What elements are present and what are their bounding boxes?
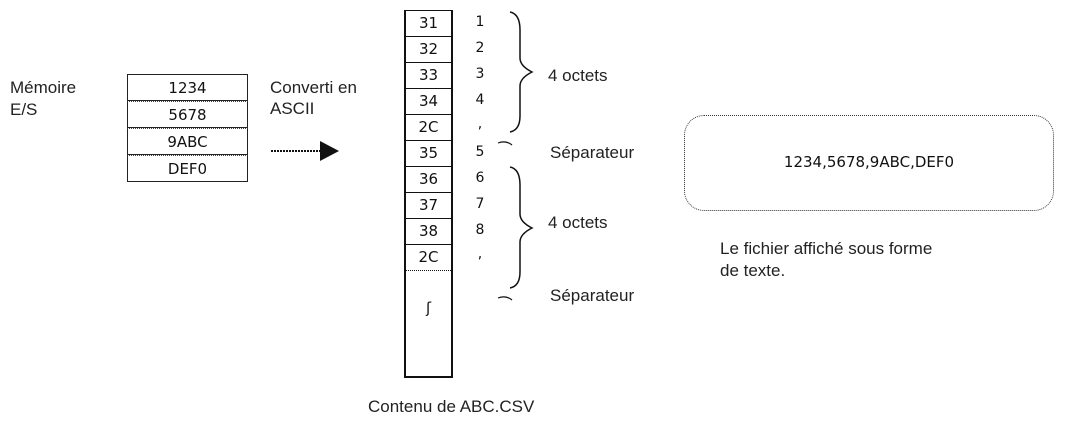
text-view-caption-line1: Le fichier affiché sous forme — [720, 239, 933, 258]
continuation-cell: ʃ — [406, 270, 451, 376]
io-memory-label-line2: E/S — [10, 100, 38, 119]
io-memory-table: 1234 5678 9ABC DEF0 — [127, 74, 248, 182]
separator-tick-2 — [497, 296, 513, 301]
text-view-content: 1234,5678,9ABC,DEF0 — [783, 153, 955, 171]
conversion-label-line2: ASCII — [270, 99, 315, 118]
separator1-label: Séparateur — [550, 143, 635, 162]
memory-word: DEF0 — [127, 155, 248, 182]
group1-label: 4 octets — [548, 66, 608, 85]
byte-cell: 35 — [406, 140, 451, 166]
brace-group-2 — [509, 166, 534, 289]
ascii-char: 4 — [475, 92, 485, 108]
conversion-arrow — [271, 141, 339, 161]
ascii-char: , — [477, 246, 483, 262]
group2-label: 4 octets — [548, 213, 608, 232]
byte-cell: 37 — [406, 192, 451, 218]
byte-cell: 36 — [406, 166, 451, 192]
io-memory-label-line1: Mémoire — [10, 78, 77, 97]
byte-cell: 2C — [406, 244, 451, 270]
brace-group-1 — [509, 11, 534, 133]
byte-cell: 34 — [406, 88, 451, 114]
ascii-char: , — [477, 116, 483, 132]
memory-word: 9ABC — [127, 128, 248, 155]
byte-cell: 32 — [406, 36, 451, 62]
ascii-char: 7 — [475, 196, 485, 212]
byte-cell: 33 — [406, 62, 451, 88]
csv-byte-column: 31 32 33 34 2C 35 36 37 38 2C ʃ — [404, 10, 453, 378]
memory-word: 5678 — [127, 101, 248, 128]
separator-tick-1 — [497, 141, 513, 146]
byte-cell: 38 — [406, 218, 451, 244]
csv-file-caption: Contenu de ABC.CSV — [368, 397, 535, 416]
ascii-char: 6 — [475, 170, 485, 186]
ascii-char: 8 — [475, 222, 485, 238]
byte-cell: 2C — [406, 114, 451, 140]
text-view-box: 1234,5678,9ABC,DEF0 — [684, 115, 1054, 211]
ascii-char: 2 — [475, 40, 485, 56]
ascii-char: 1 — [475, 14, 485, 30]
conversion-label-line1: Converti en — [270, 78, 357, 97]
separator2-label: Séparateur — [550, 286, 635, 305]
byte-cell: 31 — [406, 10, 451, 36]
text-view-caption-line2: de texte. — [720, 261, 786, 280]
ascii-char: 5 — [475, 144, 485, 160]
memory-word: 1234 — [127, 74, 248, 101]
ascii-char: 3 — [475, 66, 485, 82]
